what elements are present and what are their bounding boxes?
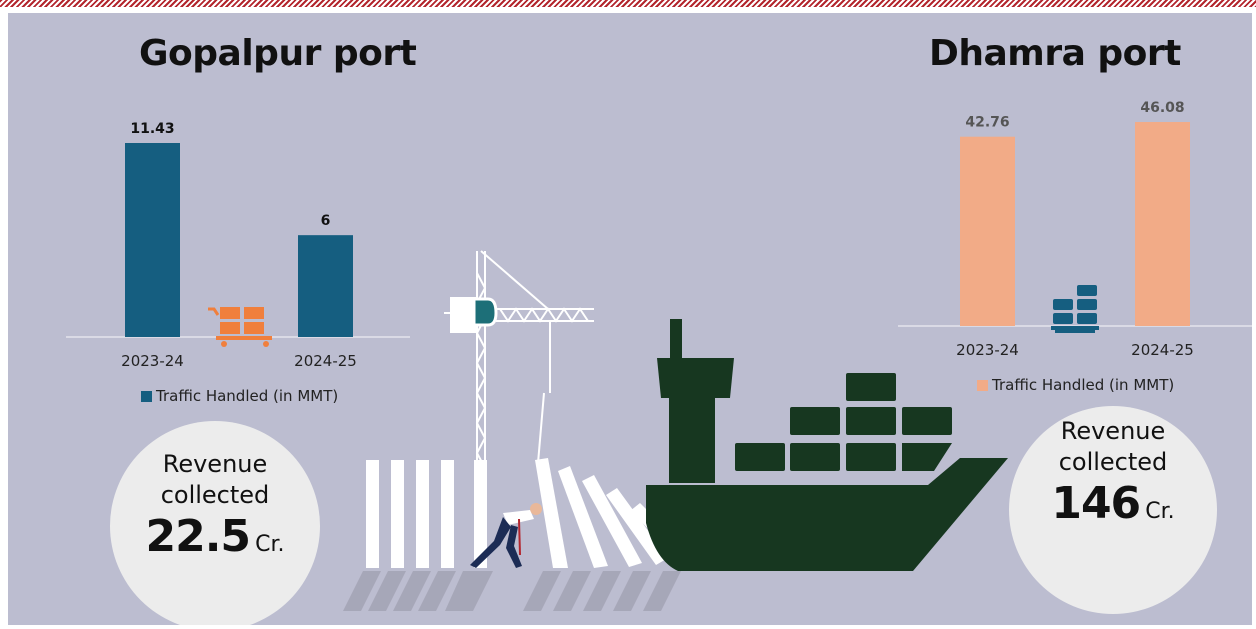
- gopalpur-chart: 11.43 2023-24 6 2024-25: [66, 121, 410, 370]
- worker-icon: [470, 503, 542, 568]
- revenue-value: 146: [1051, 478, 1141, 529]
- top-stripe: [0, 0, 1256, 7]
- gopalpur-title: Gopalpur port: [139, 33, 417, 74]
- revenue-unit: Cr.: [255, 532, 285, 557]
- gopalpur-legend: Traffic Handled (in MMT): [141, 387, 338, 405]
- cart-icon: [208, 307, 272, 347]
- revenue-label: Revenue collected: [160, 450, 270, 509]
- bar-2024-25: [1135, 122, 1190, 326]
- legend-swatch: [141, 390, 152, 402]
- ship-icon: [646, 319, 1008, 571]
- revenue-unit: Cr.: [1145, 499, 1175, 524]
- dhamra-title: Dhamra port: [929, 33, 1181, 74]
- dhamra-chart: 42.76 2023-24 46.08 2024-25: [898, 100, 1252, 359]
- legend-swatch: [977, 379, 988, 391]
- dhamra-legend: Traffic Handled (in MMT): [977, 376, 1174, 394]
- x-tick-label: 2023-24: [121, 352, 184, 370]
- bar-2024-25: [298, 235, 353, 337]
- revenue-label: Revenue collected: [1058, 417, 1168, 476]
- x-tick-label: 2024-25: [294, 352, 357, 370]
- revenue-value: 22.5: [145, 511, 251, 562]
- x-tick-label: 2024-25: [1131, 341, 1194, 359]
- infographic-panel: Gopalpur port Dhamra port 11.43 2023-24 6 2…: [8, 13, 1252, 625]
- bar-2023-24: [960, 136, 1015, 326]
- bar-value-label: 6: [321, 213, 331, 229]
- dominoes: [366, 458, 680, 568]
- bar-value-label: 11.43: [130, 121, 174, 137]
- gopalpur-revenue-circle: Revenue collected 22.5 Cr.: [110, 421, 320, 625]
- bar-2023-24: [125, 143, 180, 337]
- pallet-icon: [1051, 285, 1099, 333]
- bar-value-label: 46.08: [1140, 100, 1184, 116]
- dhamra-revenue-circle: Revenue collected 146 Cr.: [1009, 406, 1217, 614]
- x-tick-label: 2023-24: [956, 341, 1019, 359]
- bar-value-label: 42.76: [965, 115, 1009, 131]
- legend-label: Traffic Handled (in MMT): [156, 387, 339, 405]
- crane-window: [472, 297, 498, 327]
- legend-label: Traffic Handled (in MMT): [992, 376, 1175, 394]
- port-illustration: [343, 250, 1008, 611]
- domino-shadows: [343, 571, 681, 611]
